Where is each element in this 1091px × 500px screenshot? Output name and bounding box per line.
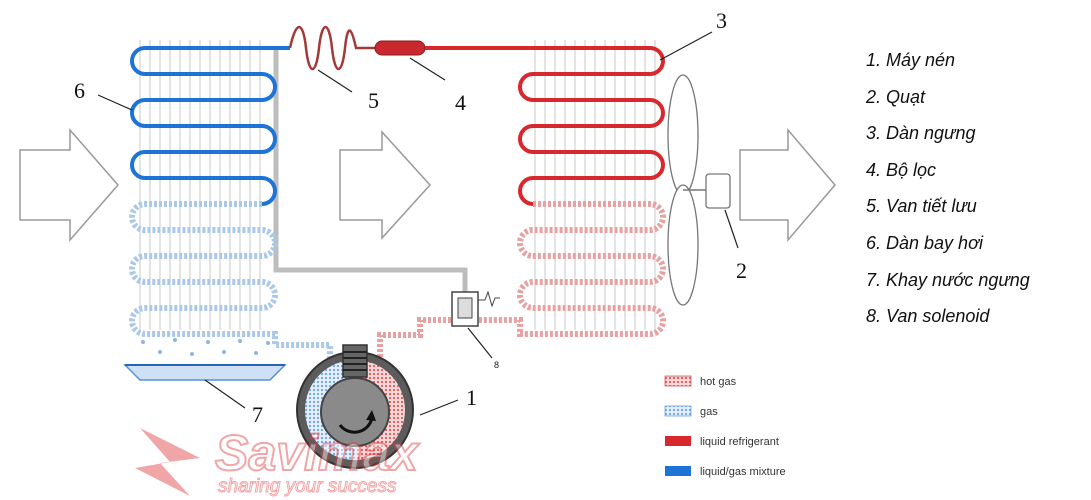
- evaporator-coil-mixture: [130, 46, 290, 206]
- legend-swatch-gas: [664, 405, 692, 417]
- callout-6: 6: [74, 78, 85, 103]
- compressor: [296, 344, 414, 469]
- watermark-tagline: sharing your success: [218, 476, 397, 497]
- legend-swatch-liquid-gas-mixture: [665, 466, 691, 476]
- callout-7: 7: [252, 402, 263, 427]
- airflow-arrow-middle: [339, 130, 432, 240]
- callout-4: 4: [455, 90, 466, 115]
- evaporator-fins: [139, 40, 261, 330]
- filter-drier: [374, 40, 426, 56]
- fan: [667, 74, 731, 306]
- watermark-brand-name: Savimax: [215, 425, 420, 481]
- legend: hot gas gas liquid refrigerant liquid/ga…: [664, 375, 786, 478]
- legend-swatch-liquid-refrigerant: [665, 436, 691, 446]
- savimax-watermark: Savimax sharing your success: [135, 424, 421, 498]
- legend-label-liquid-refrigerant: liquid refrigerant: [700, 436, 779, 448]
- solenoid-valve: [451, 290, 500, 327]
- callout-1: 1: [466, 385, 477, 410]
- part-item: 5. Van tiết lưu: [866, 196, 977, 217]
- evaporator-coil-gas: [129, 201, 333, 372]
- condenser-coil-hot-gas: [478, 201, 666, 337]
- part-item: 3. Dàn ngưng: [866, 123, 976, 144]
- legend-label-liquid-gas-mixture: liquid/gas mixture: [700, 466, 786, 478]
- callout-8: 8: [494, 360, 499, 370]
- callout-leaders: [97, 31, 739, 416]
- condenser-coil-liquid: [518, 46, 665, 206]
- part-item: 7. Khay nước ngưng: [866, 269, 1030, 290]
- legend-label-hot-gas: hot gas: [700, 376, 737, 388]
- part-item: 2. Quạt: [866, 86, 926, 107]
- capillary-line: [273, 50, 468, 292]
- callout-3: 3: [716, 8, 727, 33]
- part-item: 1. Máy nén: [866, 50, 956, 70]
- airflow-arrow-inlet: [19, 128, 119, 242]
- part-item: 6. Dàn bay hơi: [866, 232, 983, 253]
- legend-swatch-hot-gas: [664, 375, 692, 387]
- part-item: 4. Bộ lọc: [866, 159, 937, 180]
- parts-list: 1. Máy nén 2. Quạt 3. Dàn ngưng 4. Bộ lọ…: [866, 48, 1030, 341]
- callout-2: 2: [736, 258, 747, 283]
- condenser-fins: [534, 40, 656, 330]
- discharge-line: [377, 317, 452, 372]
- condensate-droplets: [141, 338, 270, 356]
- watermark-logo-icon: [135, 428, 200, 496]
- callout-5: 5: [368, 88, 379, 113]
- legend-label-gas: gas: [700, 406, 718, 418]
- expansion-valve-coil: [288, 25, 375, 71]
- airflow-arrow-outlet: [739, 127, 836, 243]
- condensate-tray: [123, 364, 287, 381]
- part-item: 8. Van solenoid: [866, 306, 990, 327]
